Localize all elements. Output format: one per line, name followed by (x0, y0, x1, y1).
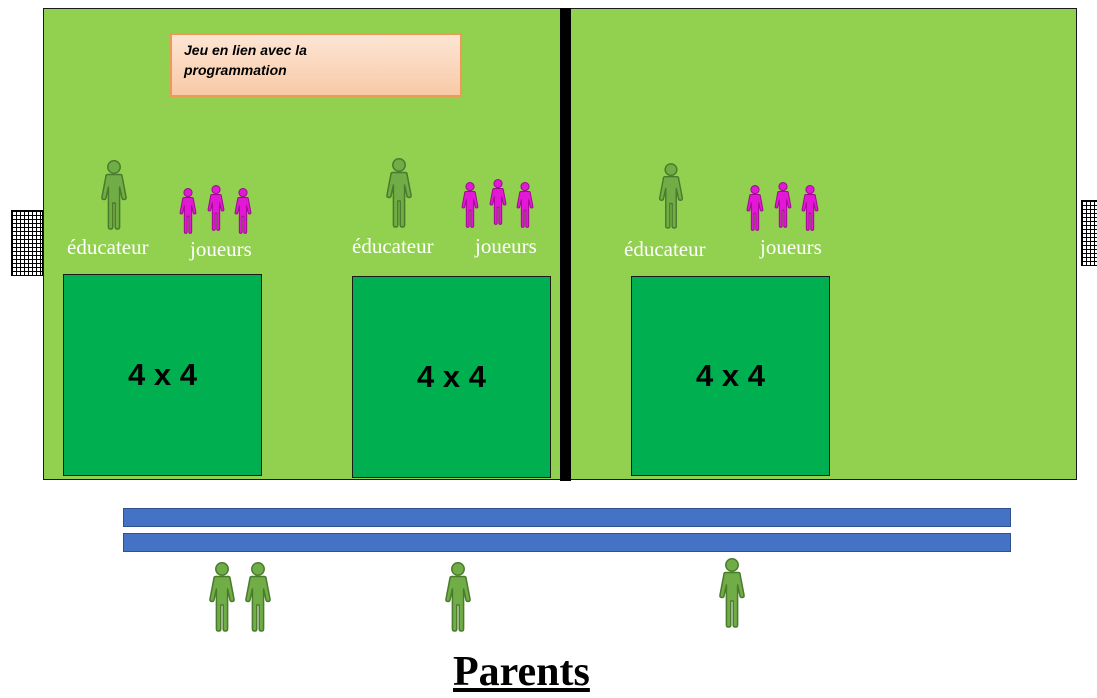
parent-icon (209, 562, 235, 632)
players-label: joueurs (475, 234, 537, 258)
callout-line-1: Jeu en lien avec la (184, 42, 307, 58)
players-label: joueurs (760, 235, 822, 259)
player-icon (746, 185, 764, 231)
educator-label: éducateur (624, 237, 706, 261)
parent-icon (445, 562, 471, 632)
small-sided-game-square: 4 x 4 (352, 276, 551, 478)
player-icon (516, 182, 534, 228)
bench-upper (123, 508, 1011, 527)
small-sided-game-square: 4 x 4 (63, 274, 262, 476)
player-icon (461, 182, 479, 228)
educator-icon (658, 163, 684, 229)
players-label: joueurs (190, 237, 252, 261)
bench-lower (123, 533, 1011, 552)
right-goal-icon (1081, 200, 1097, 266)
programming-callout: Jeu en lien avec la programmation (170, 33, 462, 97)
player-icon (207, 185, 225, 231)
parent-icon (245, 562, 271, 632)
player-icon (774, 182, 792, 228)
educator-label: éducateur (352, 234, 434, 258)
player-icon (801, 185, 819, 231)
educator-label: éducateur (67, 235, 149, 259)
square-label: 4 x 4 (696, 358, 765, 393)
callout-line-2: programmation (184, 62, 287, 78)
parents-label: Parents (453, 649, 590, 695)
square-label: 4 x 4 (417, 359, 486, 394)
player-icon (489, 179, 507, 225)
player-icon (234, 188, 252, 234)
parent-icon (719, 558, 745, 628)
small-sided-game-square: 4 x 4 (631, 276, 830, 476)
square-label: 4 x 4 (128, 357, 197, 392)
educator-icon (101, 160, 127, 230)
field-divider (560, 8, 571, 481)
left-goal-icon (11, 210, 43, 276)
player-icon (179, 188, 197, 234)
educator-icon (386, 158, 412, 228)
